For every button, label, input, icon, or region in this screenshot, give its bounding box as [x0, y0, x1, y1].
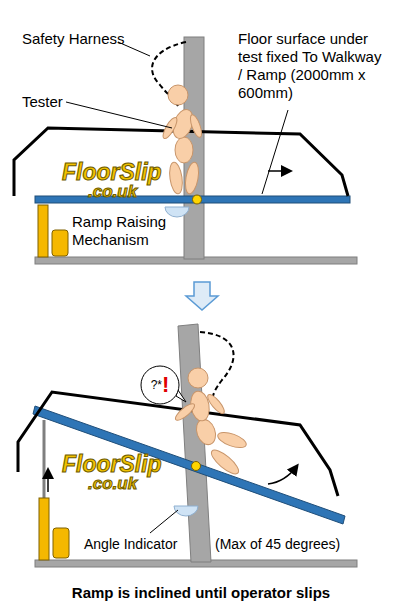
exclamation-text: ! — [162, 372, 169, 398]
part-label: Safety Harness — [22, 30, 142, 48]
caption: Ramp is inclined until operator slips — [0, 584, 402, 602]
part-label: Ramp Raising Mechanism — [72, 213, 172, 249]
part-label: Tester — [22, 93, 82, 111]
bubble-text-line: ?*! — [140, 365, 180, 405]
part-label: (Max of 45 degrees) — [215, 535, 365, 553]
watermark: .co.uk — [88, 475, 137, 493]
exclamation-text: ?* — [151, 378, 162, 392]
part-label: Floor surface under test fixed To Walkwa… — [238, 30, 383, 102]
watermark: .co.uk — [88, 183, 137, 201]
watermark: FloorSlip — [62, 160, 162, 184]
part-label: Angle Indicator — [84, 535, 194, 553]
watermark: FloorSlip — [62, 452, 162, 476]
speech-bubble: ?*! — [140, 365, 180, 405]
